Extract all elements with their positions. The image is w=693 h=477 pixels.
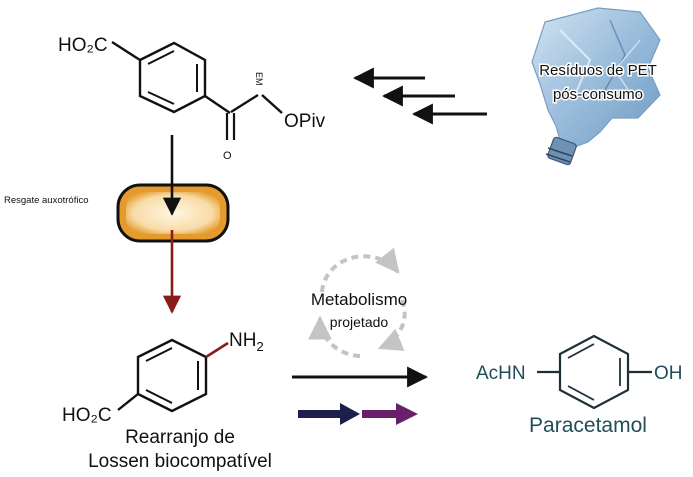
pet-bottle-cap-ring-2 — [545, 153, 571, 163]
pathway-arrow-navy-shaft — [298, 410, 342, 418]
top-ring-inner-bond-1 — [147, 50, 175, 65]
pet-label-line1: Resíduos de PET — [539, 62, 657, 79]
amine-cooh-label: HO₂C — [62, 405, 112, 426]
amine-ring-inner-bond-3 — [145, 389, 173, 404]
top-carbonyl-o-label: O — [223, 150, 232, 162]
top-benzene-ring — [138, 41, 207, 114]
amine-ring-inner-bond-1 — [145, 347, 173, 362]
lossen-label-line1: Rearranjo de — [125, 427, 235, 448]
cycle-arc-top — [320, 247, 400, 293]
top-opiv-label: OPiv — [284, 111, 326, 132]
product-benzene-ring — [558, 334, 630, 410]
amine-nh2-subscript: 2 — [256, 339, 263, 354]
lossen-label-line2: Lossen biocompatível — [88, 451, 272, 472]
product-ring-inner-bond-3 — [567, 385, 595, 401]
top-bond-to-opiv — [261, 94, 283, 114]
product-ring-inner-bond-1 — [567, 343, 595, 359]
paracetamol-molecule: AcHN OH Paracetamol — [476, 334, 683, 437]
product-name: Paracetamol — [529, 414, 647, 437]
top-molecule: HO₂C OPiv O EM — [58, 35, 326, 162]
pet-bottle-crease-2 — [604, 19, 626, 91]
pathway-arrow-navy-head — [340, 403, 360, 425]
amine-bond-nh2 — [205, 341, 229, 359]
pet-bottle-cap-ring-1 — [547, 147, 573, 157]
metabolism-label-line1: Metabolismo — [311, 290, 407, 309]
pet-label-line2: pós-consumo — [553, 86, 643, 103]
product-achn-label: AcHN — [476, 363, 526, 384]
amine-nh2-label: NH2 — [229, 330, 264, 354]
pet-bottle-body — [531, 7, 661, 149]
top-cooh-label: HO₂C — [58, 35, 108, 56]
pathway-arrow-purple-head — [396, 403, 418, 425]
rescue-label: Resgate auxotrófico — [4, 195, 89, 206]
pet-bottle-crease-3 — [614, 39, 641, 101]
top-bond-to-n — [230, 93, 259, 114]
pet-bottle-crease-1 — [559, 29, 592, 96]
pathway-arrows — [298, 403, 418, 425]
amine-molecule: NH2 HO₂C — [62, 330, 264, 426]
amine-benzene-ring — [136, 338, 208, 413]
top-ring-inner-bond-3 — [147, 91, 175, 105]
metabolism-label-line2: projetado — [330, 314, 389, 330]
amine-bond-cooh — [117, 393, 139, 411]
cycle-arc-bottom — [307, 315, 361, 358]
top-em-annotation: EM — [254, 72, 264, 86]
top-bond-cooh — [111, 40, 141, 62]
pathway-arrow-purple-shaft — [362, 410, 398, 418]
product-oh-label: OH — [654, 363, 683, 384]
pet-bottle-image: Resíduos de PET pós-consumo — [531, 7, 661, 166]
metabolism-cycle — [307, 247, 407, 358]
pet-bottle-neck — [547, 136, 577, 166]
cycle-arc-right — [377, 299, 407, 351]
top-bond-carbonyl — [204, 95, 231, 114]
pet-arrows — [352, 67, 487, 125]
